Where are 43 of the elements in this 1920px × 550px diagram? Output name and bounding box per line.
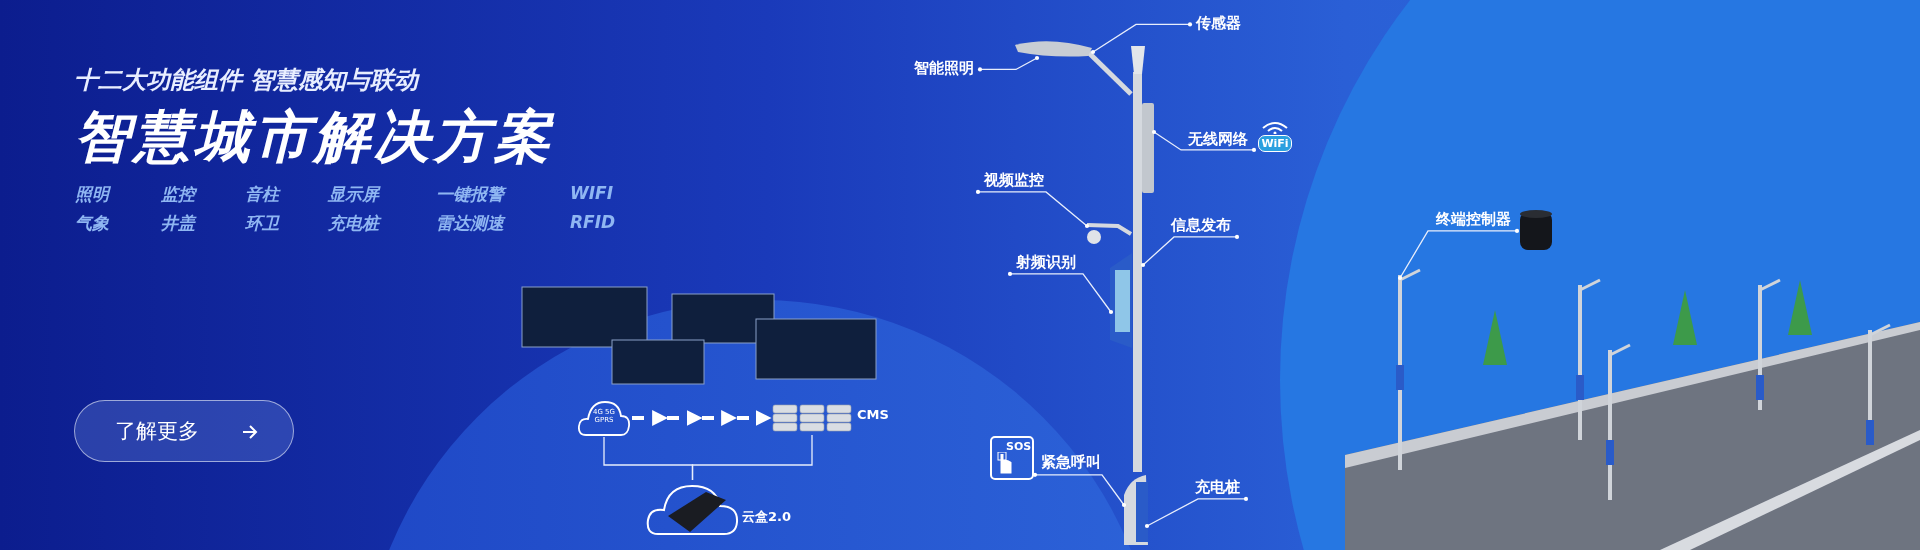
feature-label: 雷达测速 xyxy=(436,212,504,235)
feature-label: 气象 xyxy=(75,212,109,235)
street-scene-picture xyxy=(1345,268,1920,550)
server-label: CMS xyxy=(857,407,889,422)
leader-line xyxy=(1151,129,1257,153)
callout-label: 终端控制器 xyxy=(1436,210,1511,229)
callout-label: 紧急呼叫 xyxy=(1041,453,1101,472)
feature-label: RFID xyxy=(570,212,616,232)
feature-label: 照明 xyxy=(75,183,109,206)
leader-line xyxy=(975,189,1090,229)
server-stack-picture xyxy=(772,404,852,434)
leader-line xyxy=(1397,228,1520,281)
leader-line xyxy=(1032,472,1127,508)
camera-picture xyxy=(1086,223,1133,244)
leader-line xyxy=(977,55,1040,72)
callout-label: 信息发布 xyxy=(1171,216,1231,235)
callout-label: 视频监控 xyxy=(984,171,1044,190)
feature-label: 井盖 xyxy=(161,212,195,235)
leader-line xyxy=(1140,234,1240,268)
title: 智慧城市解决方案 xyxy=(74,103,554,171)
feature-label: WIFI xyxy=(570,183,613,203)
arrow xyxy=(632,410,772,426)
feature-label: 环卫 xyxy=(245,212,279,235)
pole-picture xyxy=(1131,46,1154,472)
sos-button-icon: SOS xyxy=(990,436,1034,480)
learn-more-button: 了解更多 xyxy=(74,400,294,462)
subtitle: 十二大功能组件 智慧感知与联动 xyxy=(74,65,419,96)
callout-label: 充电桩 xyxy=(1195,478,1240,497)
feature-label: 显示屏 xyxy=(328,183,379,206)
charging-base-picture xyxy=(1124,475,1148,545)
callout-label: 传感器 xyxy=(1196,14,1241,33)
product-label: 云盒2.0 xyxy=(742,508,792,526)
feature-label: 音柱 xyxy=(245,183,279,206)
display-screen-picture xyxy=(1110,253,1132,348)
leader-line xyxy=(1144,496,1249,529)
callout-label: 智能照明 xyxy=(914,59,974,78)
leader-line xyxy=(1090,22,1193,55)
callout-label: 射频识别 xyxy=(1016,253,1076,272)
feature-label: 监控 xyxy=(161,183,195,206)
callout-label: 无线网络 xyxy=(1188,130,1248,149)
connector-line xyxy=(691,434,813,481)
street-lamp-picture xyxy=(1015,41,1133,96)
leader-line xyxy=(1007,271,1114,315)
